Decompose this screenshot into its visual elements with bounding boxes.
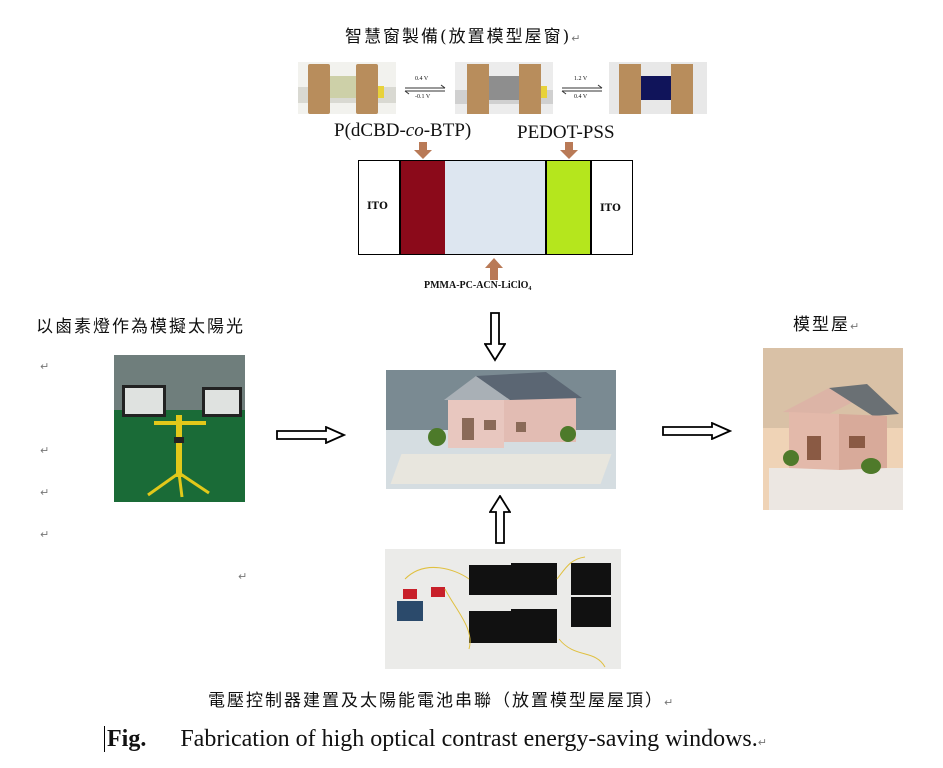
switch-arrows-1: 0.4 V -0.1 V [401, 76, 449, 104]
voltage-controller-label: 電壓控制器建置及太陽能電池串聯（放置模型屋屋頂）↵ [208, 691, 676, 711]
window-photo-gray [455, 62, 553, 114]
up-arrow-icon [485, 258, 503, 280]
solar-cells-photo [385, 549, 621, 669]
caption-fig-label: Fig. [104, 726, 147, 752]
device-diagram: ITO ITO [358, 160, 633, 255]
electrolyte-layer [445, 161, 545, 254]
electrolyte-label: PMMA-PC-ACN-LiClO₄ [424, 280, 532, 291]
return-mark: ↵ [40, 444, 50, 457]
return-mark: ↵ [40, 360, 50, 373]
window-photo-clear [298, 62, 396, 114]
return-mark: ↵ [40, 486, 50, 499]
halogen-lamp-label: 以鹵素燈作為模擬太陽光 [36, 317, 245, 337]
model-house-photo [386, 370, 616, 489]
outline-down-arrow-icon [484, 312, 506, 362]
outline-right-arrow-icon [276, 426, 346, 444]
down-arrow-icon [560, 142, 578, 159]
ito-right-label: ITO [600, 203, 621, 214]
left-polymer-label: P(dCBD-co-BTP) [334, 120, 472, 141]
green-polymer-layer [545, 161, 592, 254]
model-house-closeup-photo [763, 348, 903, 510]
model-house-label: 模型屋↵ [793, 315, 862, 335]
right-polymer-label: PEDOT-PSS [517, 122, 615, 143]
halogen-lamp-photo [114, 355, 245, 502]
red-polymer-layer [399, 161, 447, 254]
figure-caption: Fig. Fabrication of high optical contras… [104, 726, 767, 753]
switch-arrows-2: 1.2 V 0.4 V [558, 76, 606, 104]
down-arrow-icon [414, 142, 432, 159]
caption-text: Fabrication of high optical contrast ene… [180, 726, 758, 752]
outline-right-arrow-icon [662, 422, 732, 440]
window-photo-blue [609, 62, 707, 114]
figure-title: 智慧窗製備(放置模型屋窗)↵ [345, 27, 583, 47]
return-mark: ↵ [40, 528, 50, 541]
return-mark: ↵ [238, 570, 248, 583]
ito-left-label: ITO [367, 201, 388, 212]
outline-up-arrow-icon [489, 495, 511, 544]
